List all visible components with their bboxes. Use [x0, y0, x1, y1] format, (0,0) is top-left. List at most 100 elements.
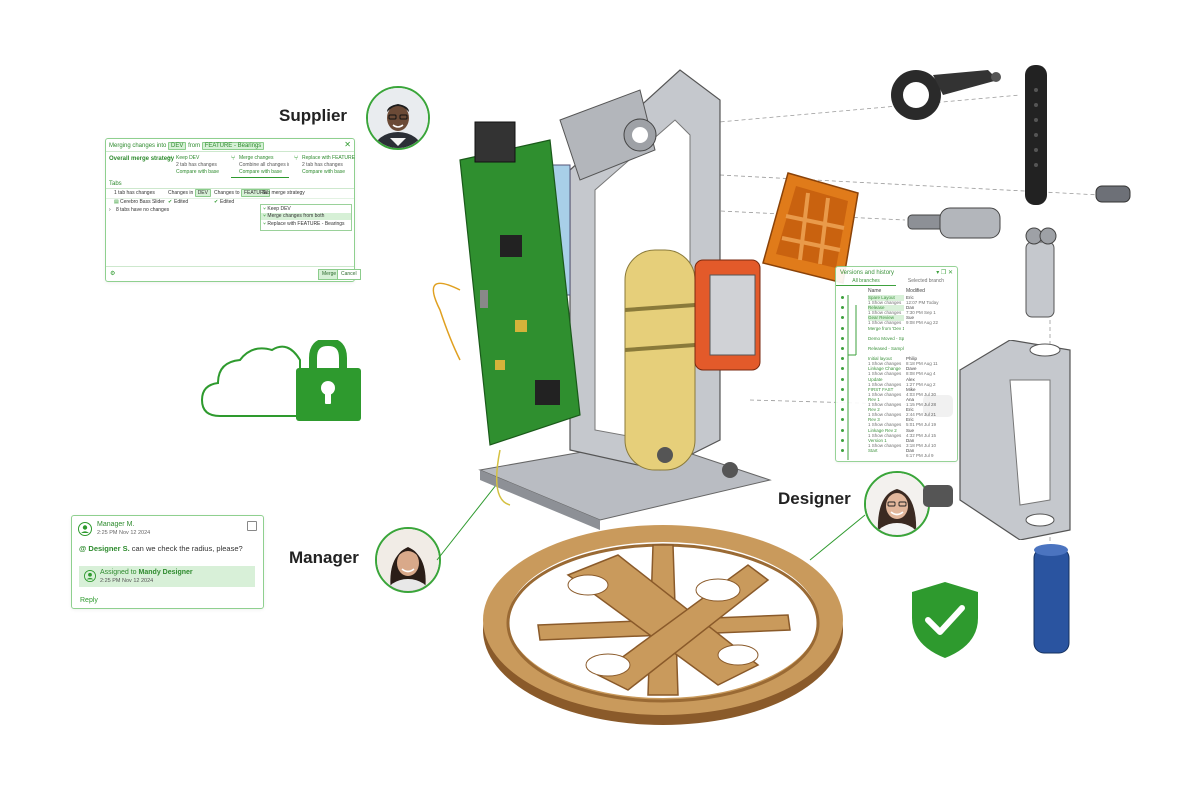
history-row-sub[interactable]: 1 Show changes — [868, 402, 902, 407]
history-row-name: Version 1 — [868, 437, 887, 443]
chevron-right-icon[interactable]: › — [109, 207, 111, 213]
history-row-name: Rev 2 — [868, 407, 880, 413]
divider — [106, 188, 354, 189]
history-row-name: Release — [868, 305, 904, 312]
menu-item[interactable]: ⑂ Replace with FEATURE - Bearings — [263, 221, 349, 228]
branch-icon: ⑂ — [231, 155, 236, 162]
history-row-date: 5:01 PM Jul 19 — [906, 422, 937, 428]
history-row-date: 6:17 PM Jul 9 — [906, 453, 934, 458]
option-replace-title: Replace with FEATURE — [302, 155, 355, 161]
option-keep[interactable]: ⑂ Keep DEV 2 tab has changes Compare wit… — [168, 155, 226, 177]
option-keep-link[interactable]: Compare with base — [176, 169, 220, 175]
tab-all-branches[interactable]: All branches — [836, 278, 896, 286]
strategy-label: Overall merge strategy — [109, 156, 175, 162]
history-row-date: 7:30 PM Sep 1 — [906, 310, 936, 316]
history-row-sub[interactable]: 1 Show changes — [868, 361, 902, 367]
history-row[interactable]: Merge from 'Dev 1.0' — [841, 326, 953, 340]
merge-title-from: from — [188, 143, 201, 149]
comment-body: @ Designer S. can we check the radius, p… — [79, 544, 243, 553]
table-row[interactable]: ▤ Cerebro Bass Slider ✔ Edited ✔ Edited — [106, 199, 354, 207]
history-row-sub[interactable]: 1 Show changes — [868, 432, 902, 438]
history-row-modified: Eric — [906, 417, 914, 423]
menu-item[interactable]: ⑂ Merge changes from both — [261, 213, 351, 220]
option-replace-sub: 2 tab has changes — [302, 162, 343, 168]
divider — [106, 151, 354, 152]
history-row-date: 2:44 PM Jul 21 — [906, 412, 937, 418]
history-filter-icon[interactable]: ▾ — [936, 270, 940, 276]
strategy-menu: ⑂ Keep DEV ⑂ Merge changes from both ⑂ R… — [260, 204, 352, 231]
supplier-label: Supplier — [279, 106, 348, 125]
menu-item[interactable]: ⑂ Keep DEV — [263, 206, 349, 213]
commit-dot-icon — [841, 449, 844, 452]
shield-check-icon — [912, 582, 978, 658]
comment-mention[interactable]: @ Designer S. — [79, 544, 130, 553]
col-changes-in-label: Changes in — [168, 190, 194, 196]
resolve-checkbox[interactable] — [247, 521, 257, 531]
history-row-sub[interactable]: 1 Show changes — [868, 381, 902, 387]
option-replace[interactable]: ⑂ Replace with FEATURE 2 tab has changes… — [294, 155, 355, 177]
history-row-sub[interactable]: 1 Show changes — [868, 300, 902, 305]
history-row-sub[interactable]: 1 Show changes — [868, 320, 902, 326]
history-copy-icon[interactable]: ❐ — [940, 270, 947, 276]
history-close-icon[interactable]: ✕ — [947, 270, 953, 276]
history-row-sub[interactable]: 1 Show changes — [868, 442, 902, 448]
settings-icon[interactable]: ⚙ — [110, 271, 116, 277]
commit-dot-icon — [841, 306, 844, 310]
history-row-sub[interactable]: 1 Show changes — [868, 371, 902, 377]
col-changes-in-branch: DEV — [194, 189, 211, 197]
commit-dot-icon — [841, 387, 844, 391]
history-row-sub[interactable]: 1 Show changes — [868, 412, 902, 418]
commit-dot-icon — [841, 418, 844, 422]
reply-link[interactable]: Reply — [80, 597, 98, 604]
link-bar-part — [1025, 65, 1047, 205]
col-name: Name — [868, 288, 882, 294]
commit-dot-icon — [841, 367, 844, 371]
history-row-date: 4:32 PM Jul 15 — [906, 432, 937, 438]
orange-pad-part — [762, 172, 859, 284]
history-row-name: Rev 3 — [868, 417, 880, 423]
close-icon[interactable]: ✕ — [344, 140, 351, 149]
history-row-sub[interactable]: 1 Show changes — [868, 391, 902, 397]
history-row-sub[interactable]: 1 Show changes — [868, 310, 902, 316]
source-branch-chip: FEATURE - Bearings — [201, 142, 265, 150]
assigned-line: Assigned to Mandy Designer — [100, 569, 193, 576]
history-row[interactable]: Released - Sample — [841, 346, 953, 360]
history-row-name: Update — [868, 376, 883, 382]
designer-avatar — [864, 471, 930, 537]
option-replace-link[interactable]: Compare with base — [302, 169, 346, 175]
tab-selected-branch[interactable]: Selected branch — [907, 278, 945, 284]
table-row[interactable]: › 8 tabs have no changes — [106, 207, 354, 215]
branch-icon: ⑂ — [263, 213, 267, 219]
row-changes-in: Edited — [174, 199, 189, 205]
history-row[interactable]: Demo Moved - Spare Feature - Filter — [841, 336, 953, 350]
cloud-lock-icon — [200, 340, 361, 421]
history-row-modified: Eric — [906, 407, 914, 413]
col-tab-changes: 1 tab has changes — [114, 190, 155, 196]
history-row-name: Released - Sample — [868, 346, 904, 351]
history-row-date: 3:18 PM Jul 10 — [906, 442, 937, 448]
history-title: Versions and history — [840, 270, 895, 276]
commit-dot-icon — [841, 357, 844, 361]
option-merge-title: Merge changes — [239, 155, 274, 161]
history-row-sub[interactable]: 1 Show changes — [868, 422, 902, 428]
history-row-name: Rev 1 — [868, 397, 880, 402]
option-merge-link[interactable]: Compare with base — [239, 169, 283, 175]
history-row-modified: Mike — [906, 386, 916, 392]
history-row-date: 1:27 PM Aug 2 — [906, 381, 936, 387]
cancel-button[interactable]: Cancel — [337, 269, 361, 280]
option-merge[interactable]: ⑂ Merge changes Combine all changes in D… — [231, 155, 289, 178]
assignee-name[interactable]: Mandy Designer — [138, 569, 193, 576]
